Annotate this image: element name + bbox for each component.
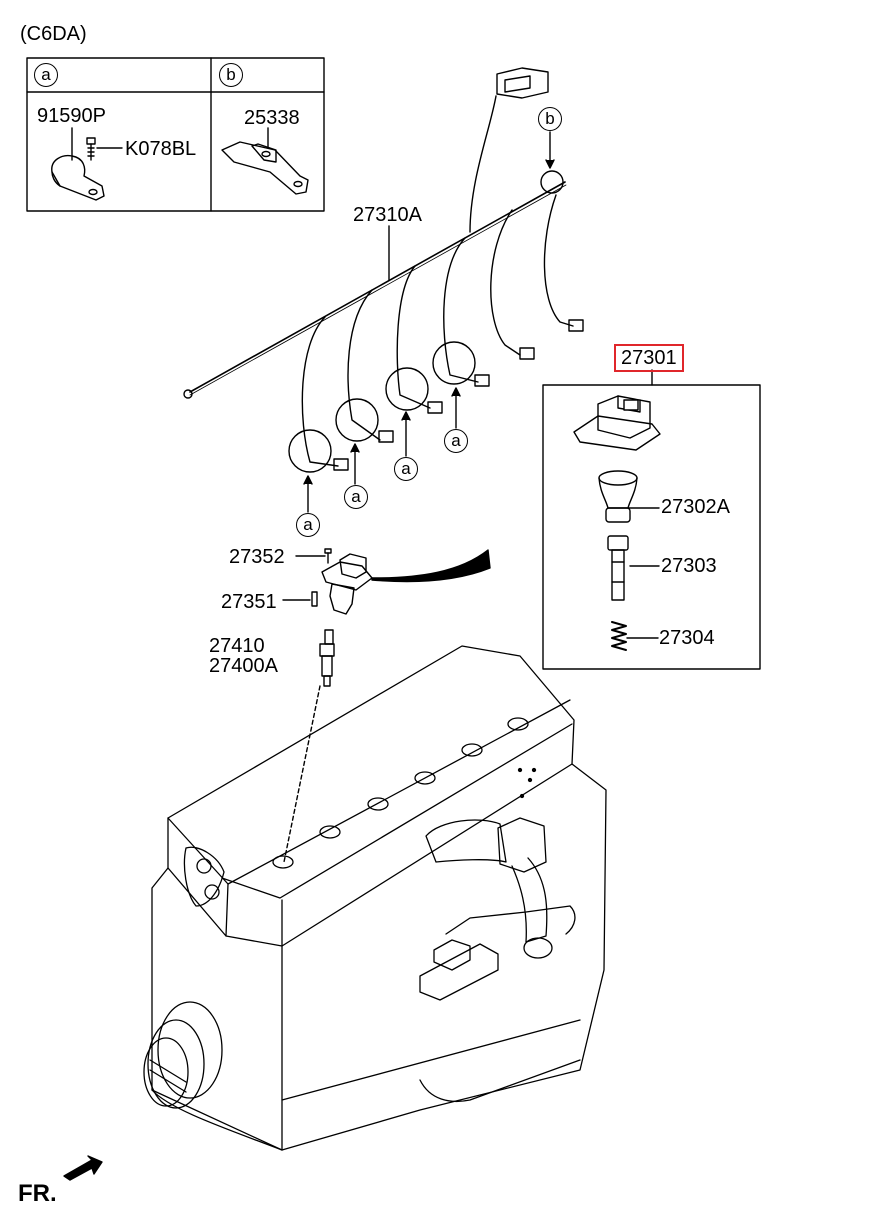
coil-assembly-box xyxy=(542,384,761,670)
legend-b-part-1: 25338 xyxy=(244,107,300,129)
part-label-bolt: 27352 xyxy=(229,546,285,568)
pin-icon xyxy=(311,591,318,607)
bolt-small-icon xyxy=(324,548,332,564)
boot-icon xyxy=(598,470,638,523)
front-direction-label: FR. xyxy=(18,1180,57,1207)
legend-a-callout: a xyxy=(34,63,58,87)
front-arrow-icon xyxy=(63,1155,103,1181)
spring-icon xyxy=(611,621,627,651)
callout-leaders xyxy=(282,131,660,863)
ignition-coil-icon xyxy=(573,395,661,451)
coil-icon xyxy=(321,553,373,615)
callout-a-1: a xyxy=(296,513,320,537)
part-label-harness: 27310A xyxy=(353,204,422,226)
part-label-plug-set: 27400A xyxy=(209,655,278,677)
fade-arrow-icon xyxy=(371,549,491,583)
clamp-icon xyxy=(51,127,105,201)
callout-b: b xyxy=(538,107,562,131)
legend-table xyxy=(26,57,325,212)
spark-plug-icon xyxy=(319,629,335,687)
legend-a-part-2: K078BL xyxy=(125,138,197,160)
bracket-icon xyxy=(221,127,309,195)
part-label-plug: 27410 xyxy=(209,635,265,657)
legend-b-callout: b xyxy=(219,63,243,87)
bolt-icon xyxy=(86,137,123,161)
wiring-harness-icon xyxy=(183,67,584,473)
part-label-pin: 27351 xyxy=(221,591,277,613)
callout-a-4: a xyxy=(444,429,468,453)
part-label-rod: 27303 xyxy=(661,555,717,577)
part-label-coil-assy: 27301 xyxy=(614,344,684,372)
engine-icon xyxy=(143,645,607,1151)
legend-a-part-1: 91590P xyxy=(37,105,106,127)
callout-a-3: a xyxy=(394,457,418,481)
model-code: (C6DA) xyxy=(20,23,87,45)
callout-a-2: a xyxy=(344,485,368,509)
part-label-boot: 27302A xyxy=(661,496,730,518)
part-label-spring: 27304 xyxy=(659,627,715,649)
rod-icon xyxy=(607,535,629,601)
